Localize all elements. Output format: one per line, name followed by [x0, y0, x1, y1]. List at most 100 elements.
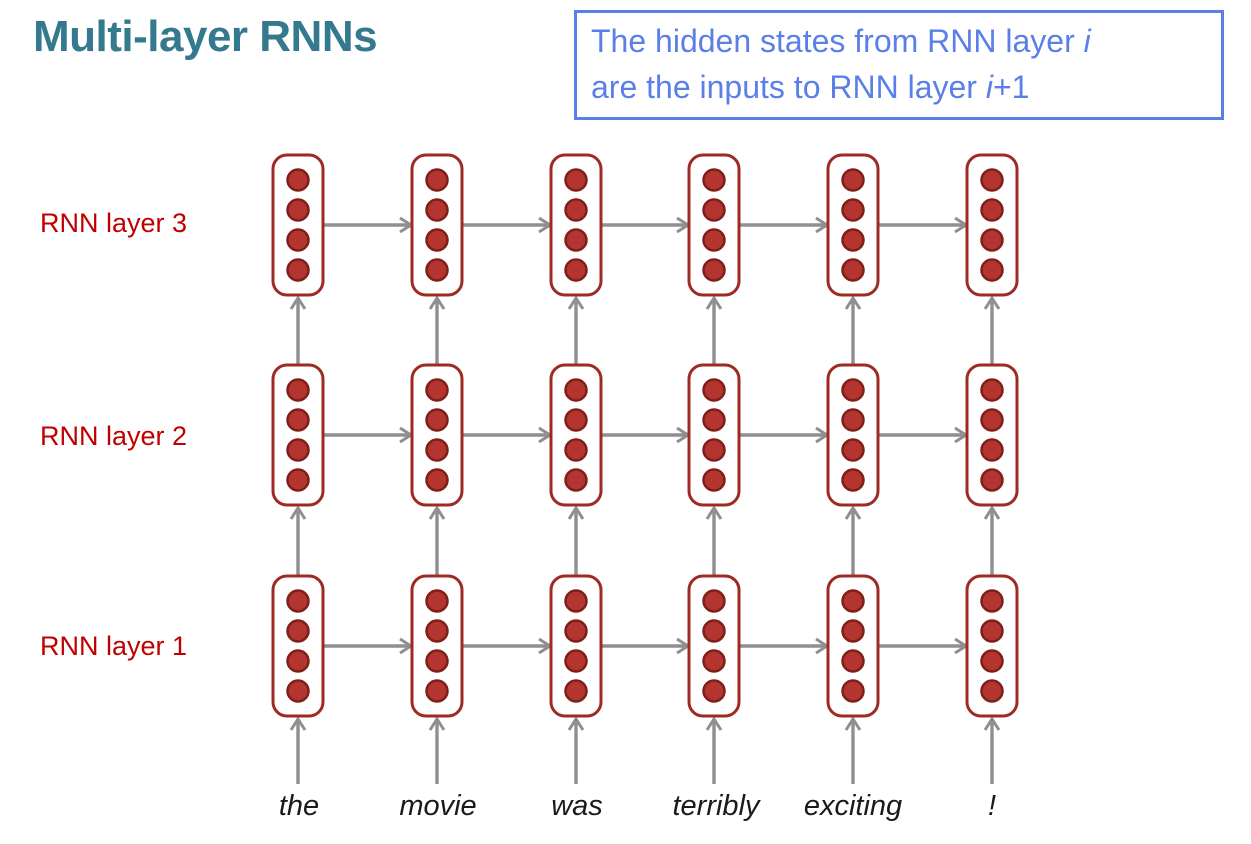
hidden-unit — [425, 468, 449, 492]
hidden-unit — [702, 679, 726, 703]
layer-label-3: RNN layer 3 — [40, 208, 188, 238]
note-var-i: i — [985, 69, 993, 105]
hidden-unit — [702, 378, 726, 402]
hidden-unit — [286, 438, 310, 462]
hidden-unit — [564, 438, 588, 462]
hidden-unit — [841, 228, 865, 252]
hidden-unit — [702, 198, 726, 222]
rnn-cell-layer1-t3 — [549, 574, 603, 718]
rnn-cell-layer2-t6 — [965, 363, 1019, 507]
hidden-unit — [564, 589, 588, 613]
hidden-unit — [425, 649, 449, 673]
hidden-unit — [702, 228, 726, 252]
hidden-unit — [425, 589, 449, 613]
input-word: movie — [399, 790, 477, 822]
hidden-unit — [841, 649, 865, 673]
hidden-unit — [702, 589, 726, 613]
hidden-unit — [425, 258, 449, 282]
rnn-cell-layer3-t3 — [549, 153, 603, 297]
layer-label-2: RNN layer 2 — [40, 421, 188, 451]
hidden-unit — [702, 619, 726, 643]
rnn-cell-layer2-t3 — [549, 363, 603, 507]
hidden-unit — [286, 258, 310, 282]
input-word: exciting — [803, 790, 903, 822]
hidden-unit — [841, 378, 865, 402]
hidden-unit — [286, 198, 310, 222]
hidden-unit — [980, 408, 1004, 432]
hidden-unit — [841, 258, 865, 282]
hidden-unit — [980, 468, 1004, 492]
rnn-cell-layer3-t6 — [965, 153, 1019, 297]
hidden-unit — [564, 378, 588, 402]
input-word: the — [278, 790, 320, 822]
rnn-cell-layer1-t5 — [826, 574, 880, 718]
note-line-1: The hidden states from RNN layer i — [591, 23, 1091, 59]
note-box: The hidden states from RNN layer i are t… — [574, 10, 1224, 120]
hidden-unit — [286, 619, 310, 643]
rnn-cell-layer3-t1 — [271, 153, 325, 297]
input-word: was — [551, 790, 603, 822]
hidden-unit — [425, 679, 449, 703]
hidden-unit — [980, 438, 1004, 462]
hidden-unit — [564, 168, 588, 192]
rnn-cell-layer1-t4 — [687, 574, 741, 718]
layer-label-1: RNN layer 1 — [40, 631, 188, 661]
hidden-unit — [841, 198, 865, 222]
hidden-unit — [702, 258, 726, 282]
rnn-cell-layer3-t5 — [826, 153, 880, 297]
hidden-unit — [980, 589, 1004, 613]
hidden-unit — [286, 589, 310, 613]
hidden-unit — [425, 438, 449, 462]
hidden-unit — [564, 228, 588, 252]
hidden-unit — [841, 408, 865, 432]
hidden-unit — [980, 649, 1004, 673]
hidden-unit — [286, 228, 310, 252]
hidden-unit — [564, 258, 588, 282]
hidden-unit — [425, 408, 449, 432]
hidden-unit — [564, 679, 588, 703]
hidden-unit — [841, 468, 865, 492]
hidden-unit — [980, 168, 1004, 192]
hidden-unit — [286, 679, 310, 703]
hidden-unit — [841, 589, 865, 613]
hidden-unit — [286, 378, 310, 402]
hidden-unit — [425, 619, 449, 643]
hidden-unit — [286, 468, 310, 492]
hidden-unit — [841, 619, 865, 643]
hidden-unit — [425, 228, 449, 252]
hidden-unit — [980, 198, 1004, 222]
hidden-unit — [980, 378, 1004, 402]
rnn-cell-layer2-t1 — [271, 363, 325, 507]
hidden-unit — [702, 408, 726, 432]
hidden-unit — [980, 679, 1004, 703]
hidden-unit — [286, 408, 310, 432]
hidden-unit — [425, 168, 449, 192]
hidden-unit — [564, 198, 588, 222]
rnn-cell-layer3-t4 — [687, 153, 741, 297]
hidden-unit — [841, 168, 865, 192]
rnn-cell-layer3-t2 — [410, 153, 464, 297]
note-var-i: i — [1083, 23, 1091, 59]
hidden-unit — [564, 408, 588, 432]
input-word: ! — [987, 790, 997, 822]
page-title: Multi-layer RNNs — [33, 12, 378, 61]
input-word: terribly — [672, 790, 760, 822]
rnn-cell-layer1-t1 — [271, 574, 325, 718]
hidden-unit — [980, 258, 1004, 282]
hidden-unit — [564, 468, 588, 492]
hidden-unit — [841, 679, 865, 703]
hidden-unit — [564, 649, 588, 673]
rnn-cell-layer1-t2 — [410, 574, 464, 718]
hidden-unit — [980, 228, 1004, 252]
hidden-unit — [841, 438, 865, 462]
hidden-unit — [425, 378, 449, 402]
rnn-cell-layer2-t4 — [687, 363, 741, 507]
hidden-unit — [702, 438, 726, 462]
hidden-unit — [564, 619, 588, 643]
rnn-cell-layer1-t6 — [965, 574, 1019, 718]
rnn-cell-layer2-t2 — [410, 363, 464, 507]
hidden-unit — [286, 168, 310, 192]
rnn-cell-layer2-t5 — [826, 363, 880, 507]
